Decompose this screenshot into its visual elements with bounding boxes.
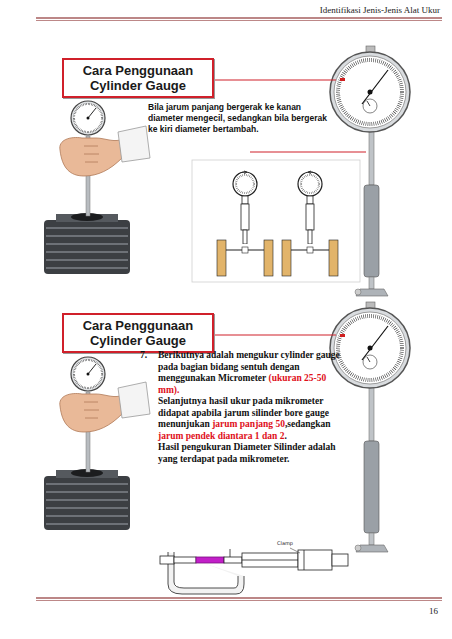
- paragraph: Berikutnya adalah mengukur cylinder gaug…: [158, 350, 350, 396]
- page-header: Identifikasi Jenis-Jenis Alat Ukur: [320, 5, 440, 15]
- body-text: ,sedangkan: [285, 419, 331, 429]
- highlight-text: jarum panjang 50: [212, 419, 285, 429]
- title-text: Cara Penggunaan Cylinder Gauge: [72, 63, 204, 93]
- part-label: Clamp: [276, 540, 294, 546]
- title-box: Cara Penggunaan Cylinder Gauge: [62, 58, 214, 98]
- paragraph: Selanjutnya hasil ukur pada mikrometer d…: [158, 396, 350, 442]
- step-number: 7.: [140, 350, 147, 362]
- title-box: Cara Penggunaan Cylinder Gauge: [62, 313, 214, 353]
- title-text: Cara Penggunaan Cylinder Gauge: [72, 318, 204, 348]
- body-text: .: [284, 431, 286, 441]
- instruction-text: Bila jarum panjang bergerak ke kanan dia…: [148, 102, 336, 135]
- body-text: Hasil pengukuran Diameter Silinder adala…: [158, 442, 336, 464]
- page-number: 16: [429, 606, 438, 616]
- instruction-paragraph: Berikutnya adalah mengukur cylinder gaug…: [158, 350, 350, 465]
- highlight-text: jarum pendek diantara 1 dan 2: [158, 431, 284, 441]
- paragraph: Hasil pengukuran Diameter Silinder adala…: [158, 442, 350, 465]
